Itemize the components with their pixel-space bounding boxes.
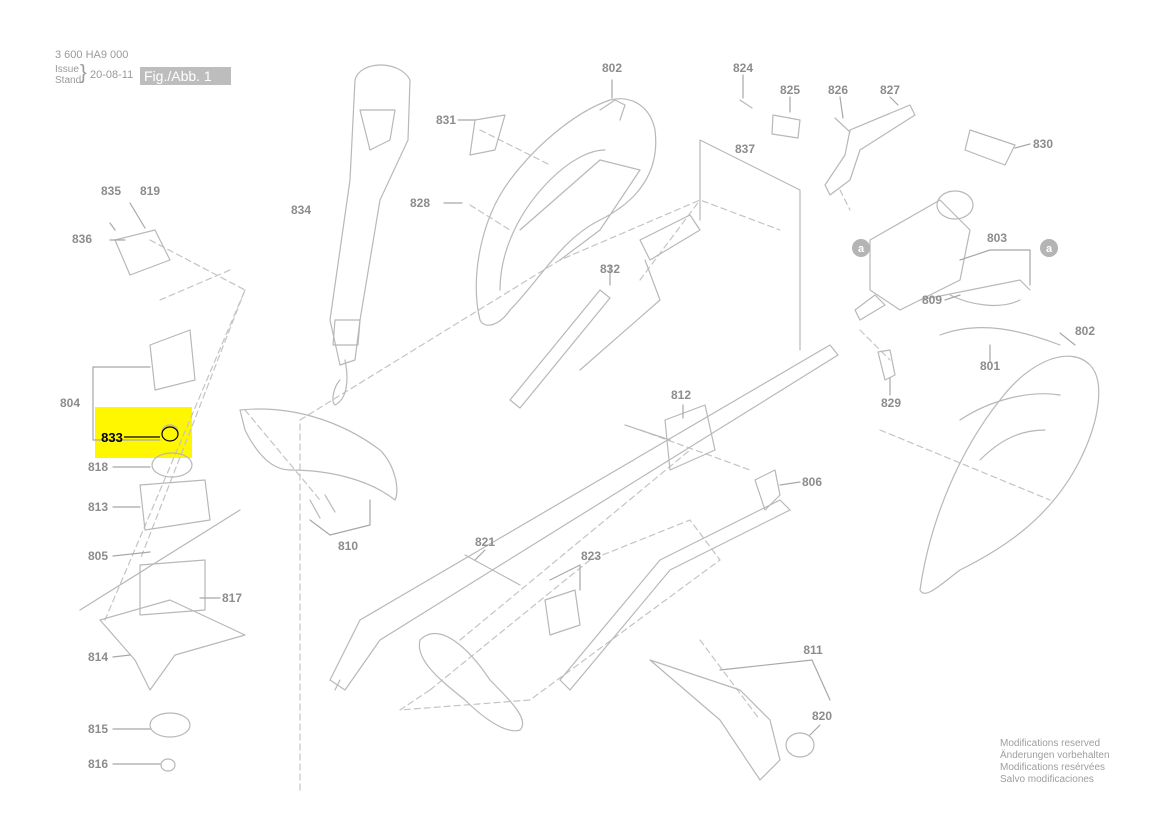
- rights-line-en: Modifications reserved: [1000, 738, 1101, 749]
- part-label-817: 817: [222, 591, 242, 605]
- part-label-813: 813: [88, 500, 108, 514]
- part-label-810: 810: [338, 539, 358, 553]
- part-label-803: 803: [987, 231, 1007, 245]
- bracket-837: [699, 139, 801, 351]
- issue-label: Issue Stand: [55, 64, 81, 86]
- issue-label-de: Stand: [55, 75, 82, 86]
- rights-notice: Modifications reserved Änderungen vorbeh…: [1000, 738, 1110, 786]
- part-label-806: 806: [802, 475, 822, 489]
- rights-line-es: Salvo modificaciones: [1000, 774, 1094, 785]
- part-labels: 802 802 804 805 806 810 801 803 809 811 …: [60, 61, 1095, 771]
- part-label-837: 837: [735, 142, 755, 156]
- part-label-836: 836: [72, 232, 92, 246]
- brace-glyph: }: [80, 62, 87, 84]
- part-label-831: 831: [436, 113, 456, 127]
- figure-label: Fig./Abb. 1: [140, 67, 231, 85]
- leader-lines: [92, 74, 1076, 765]
- part-label-811: 811: [803, 643, 823, 657]
- housing-half-right-drawing: [919, 355, 1100, 594]
- part-label-833: 833: [101, 430, 123, 445]
- part-label-805: 805: [88, 549, 108, 563]
- part-label-821: 821: [475, 535, 495, 549]
- part-label-832: 832: [600, 262, 620, 276]
- connector-mark-left: a: [858, 243, 865, 255]
- part-label-834: 834: [291, 203, 311, 217]
- part-label-820: 820: [812, 709, 832, 723]
- part-label-825: 825: [780, 83, 800, 97]
- part-label-809: 809: [922, 293, 942, 307]
- issue-label-en: Issue: [55, 64, 79, 75]
- part-label-819: 819: [140, 184, 160, 198]
- part-label-816: 816: [88, 757, 108, 771]
- part-label-801: 801: [980, 359, 1000, 373]
- shaft-drawing: [329, 344, 839, 691]
- rights-line-de: Änderungen vorbehalten: [1000, 750, 1110, 761]
- part-label-815: 815: [88, 722, 108, 736]
- motor-drawing: [854, 190, 1061, 346]
- connector-mark-right: a: [1046, 243, 1053, 255]
- handle-drawing: [418, 404, 781, 732]
- part-label-829: 829: [881, 396, 901, 410]
- part-label-802-right: 802: [1075, 324, 1095, 338]
- document-number: 3 600 HA9 000: [55, 49, 129, 61]
- tube-832-drawing: [509, 214, 701, 409]
- rights-line-fr: Modifications resérvées: [1000, 762, 1106, 773]
- issue-date: 20-08-11: [90, 69, 134, 81]
- part-label-828: 828: [410, 196, 430, 210]
- highlighted-part-833: 833: [101, 426, 179, 445]
- part-label-818: 818: [88, 460, 108, 474]
- part-label-824: 824: [733, 61, 753, 75]
- part-label-830: 830: [1033, 137, 1053, 151]
- part-label-812: 812: [671, 388, 691, 402]
- part-label-827: 827: [880, 83, 900, 97]
- part-label-804: 804: [60, 396, 80, 410]
- housing-half-top-drawing: [475, 98, 657, 326]
- small-parts-drawing: [469, 99, 1016, 781]
- part-label-823: 823: [581, 549, 601, 563]
- part-label-802-top: 802: [602, 61, 622, 75]
- connector-marks: a a: [852, 239, 1058, 257]
- part-label-814: 814: [88, 650, 108, 664]
- part-label-826: 826: [828, 83, 848, 97]
- guard-drawing: [239, 408, 398, 519]
- part-label-835: 835: [101, 184, 121, 198]
- shoulder-strap-drawing: [329, 64, 411, 406]
- assembly-guides: [104, 129, 1051, 791]
